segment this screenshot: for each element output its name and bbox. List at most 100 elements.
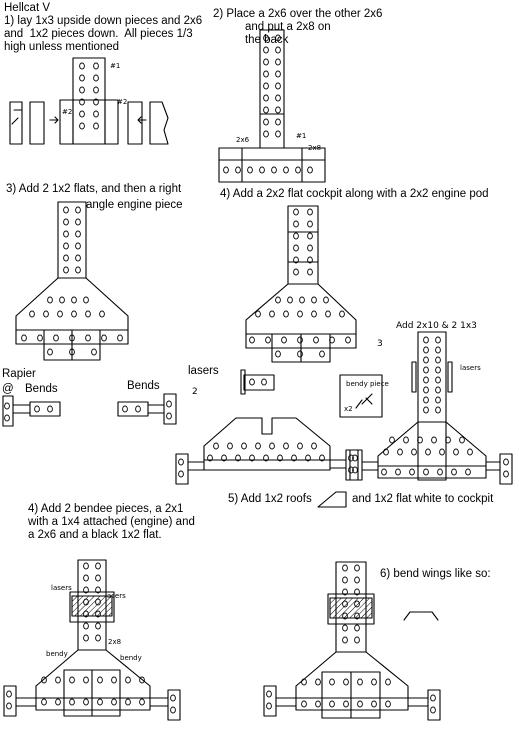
stud	[221, 454, 227, 462]
stud	[269, 310, 275, 318]
stud	[348, 454, 354, 462]
stud	[307, 244, 313, 252]
stud	[47, 296, 53, 304]
stud	[293, 232, 299, 240]
stud	[445, 436, 451, 444]
stud	[437, 468, 443, 476]
step-5-text-b: and 1x2 flat white to cockpit	[352, 493, 494, 505]
stud	[283, 442, 289, 450]
stud	[319, 350, 325, 358]
stud	[166, 400, 172, 408]
stud	[263, 82, 269, 90]
stud	[283, 310, 289, 318]
note-1: #1	[110, 62, 121, 70]
stud	[263, 70, 269, 78]
bends-right-label: Bends	[127, 380, 160, 392]
stud	[83, 622, 89, 630]
stud	[409, 468, 415, 476]
stud	[6, 702, 12, 710]
stud	[275, 70, 281, 78]
note-2b: #2	[117, 98, 128, 106]
stud	[263, 454, 269, 462]
stud	[293, 208, 299, 216]
stud	[435, 406, 441, 414]
step-3-diagram	[15, 201, 129, 361]
stud	[301, 678, 307, 686]
stud	[275, 58, 281, 66]
stud	[85, 334, 91, 342]
stud	[307, 256, 313, 264]
stud	[95, 598, 101, 606]
stud	[423, 406, 429, 414]
stud	[459, 436, 465, 444]
stud	[266, 702, 272, 710]
stud	[275, 130, 281, 138]
stud	[293, 256, 299, 264]
stud	[345, 336, 351, 344]
stud	[263, 94, 269, 102]
stud	[41, 698, 47, 706]
stud	[354, 612, 360, 620]
stud	[417, 436, 423, 444]
stud	[297, 310, 303, 318]
stud	[307, 166, 313, 174]
stud	[83, 634, 89, 642]
stud	[63, 218, 69, 226]
stud	[435, 336, 441, 344]
stud	[423, 346, 429, 354]
roof-icon	[317, 491, 347, 508]
stud	[34, 405, 40, 413]
stud	[99, 310, 105, 318]
stud	[263, 58, 269, 66]
page-title: Hellcat V	[4, 2, 51, 14]
stud	[275, 82, 281, 90]
stud	[63, 254, 69, 262]
step-2-diagram	[218, 29, 326, 183]
stud	[263, 118, 269, 126]
stud	[4, 414, 10, 422]
stud	[291, 454, 297, 462]
stud	[263, 106, 269, 114]
stud	[307, 220, 313, 228]
stud	[283, 166, 289, 174]
stud	[354, 624, 360, 632]
stud	[79, 122, 85, 130]
stud	[263, 130, 269, 138]
stud	[342, 588, 348, 596]
stud	[93, 62, 99, 70]
step-4-diagram	[245, 205, 357, 363]
stud	[451, 468, 457, 476]
stud	[342, 600, 348, 608]
stud	[47, 348, 53, 356]
stud	[315, 678, 321, 686]
stud	[313, 336, 319, 344]
stud	[435, 386, 441, 394]
stud	[357, 678, 363, 686]
stud	[467, 448, 473, 456]
s4-bendy-left-note: bendy	[46, 650, 68, 658]
stud	[93, 86, 99, 94]
stud	[71, 310, 77, 318]
stud	[59, 296, 65, 304]
stud	[29, 310, 35, 318]
stud	[435, 346, 441, 354]
stud	[63, 242, 69, 250]
stud	[178, 470, 184, 478]
stud	[69, 348, 75, 356]
stud	[101, 334, 107, 342]
bendy-piece-note: bendy piece	[346, 380, 389, 388]
stud	[311, 442, 317, 450]
stud	[93, 110, 99, 118]
stud	[311, 310, 317, 318]
stud	[83, 698, 89, 706]
stud	[329, 336, 335, 344]
stud	[275, 34, 281, 42]
stud	[311, 296, 317, 304]
stud	[354, 576, 360, 584]
stud	[354, 600, 360, 608]
stud	[435, 376, 441, 384]
stud	[281, 336, 287, 344]
stud	[423, 356, 429, 364]
s4-bendy-right-note: bendy	[120, 654, 142, 662]
s4-lasers-note: lasers	[51, 584, 72, 592]
